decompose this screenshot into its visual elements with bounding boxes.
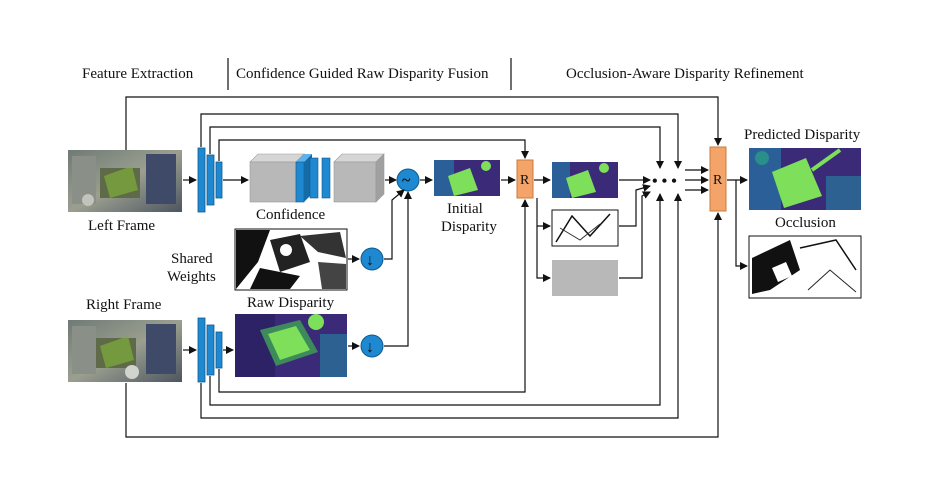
stage-title-feature-extraction: Feature Extraction: [82, 66, 194, 82]
arrow-down2-to-fuse: [384, 191, 412, 347]
arrow-r2-to-occlusion: [735, 180, 748, 270]
arrow-down1-to-fuse: [384, 189, 405, 260]
initial-disparity-image: [434, 160, 500, 196]
skip-left-enc1: [200, 113, 682, 169]
initial-disparity-label-line1: Initial: [447, 201, 483, 217]
refine-block-2-label: R: [713, 173, 723, 188]
arrow-s1occ-to-next: [619, 184, 651, 227]
stage1-placeholder-image: [552, 260, 618, 296]
skip-left-frame-to-r2: [125, 96, 722, 150]
shared-weights-label-line1: Shared: [171, 251, 213, 267]
left-encoder: [197, 147, 223, 213]
refine-block-1: R: [516, 159, 534, 199]
arrow-r1-to-occ: [536, 198, 551, 230]
arrow-r1-to-gray: [536, 226, 551, 282]
predicted-disparity-image: [749, 148, 861, 210]
shared-weights-label-line2: Weights: [167, 269, 216, 285]
stage-title-fusion: Confidence Guided Raw Disparity Fusion: [236, 66, 489, 82]
network-disparity-image: [235, 314, 347, 377]
skip-right-enc1: [200, 193, 682, 419]
left-frame-image: [68, 150, 182, 212]
refine-block-1-label: R: [520, 173, 530, 188]
left-frame-label: Left Frame: [88, 218, 155, 234]
stage-title-refinement: Occlusion-Aware Disparity Refinement: [566, 66, 805, 82]
occlusion-label: Occlusion: [775, 215, 836, 231]
skip-left-enc3-to-r1: [218, 139, 529, 161]
skip-right-enc2: [209, 193, 664, 406]
occlusion-image: [748, 235, 862, 299]
raw-disparity-label: Raw Disparity: [247, 295, 335, 311]
confidence-label: Confidence: [256, 207, 325, 223]
downsample-operator-1: ↓: [360, 247, 384, 271]
stage1-disparity-image: [552, 162, 618, 198]
right-frame-image: [68, 320, 182, 382]
stage1-occlusion-image: [551, 209, 619, 247]
initial-disparity-label-line2: Disparity: [441, 219, 497, 235]
fuse-symbol: ~: [402, 172, 411, 189]
right-encoder: [197, 317, 223, 383]
downsample-operator-2: ↓: [360, 334, 384, 358]
predicted-disparity-label: Predicted Disparity: [744, 127, 861, 143]
right-frame-label: Right Frame: [86, 297, 162, 313]
arrow-s1gray-to-next: [619, 191, 651, 279]
ellipsis: • • •: [652, 173, 677, 190]
confidence-network: [249, 153, 385, 203]
fuse-operator: ~: [396, 168, 420, 192]
refine-block-2: R: [709, 146, 727, 212]
skip-left-enc2: [209, 126, 664, 169]
downsample-symbol-2: ↓: [366, 339, 374, 356]
skip-right-enc3-to-r1: [218, 199, 529, 393]
raw-disparity-image: [234, 228, 348, 291]
skip-right-frame-to-r2: [125, 212, 722, 438]
downsample-symbol-1: ↓: [366, 252, 374, 269]
